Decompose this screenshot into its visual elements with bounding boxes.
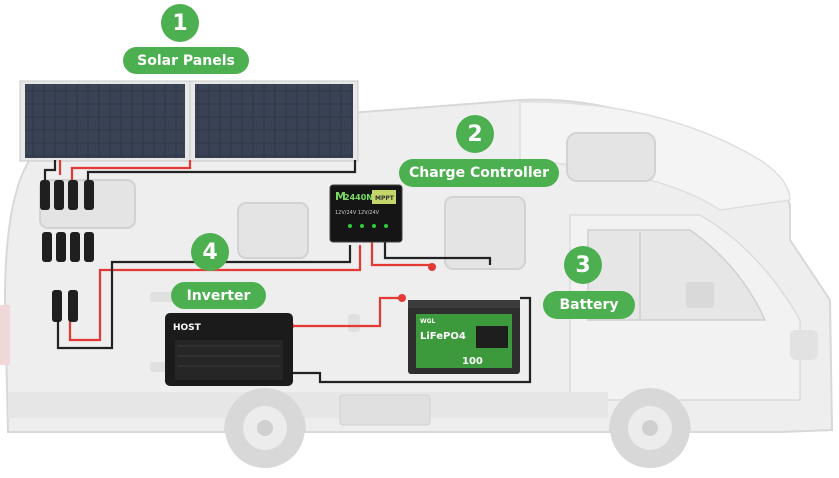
controller-voltage-label: 12V/24V 12V/24V <box>335 210 380 216</box>
solar-panel-left <box>19 80 191 162</box>
battery-chemistry: LiFePO4 <box>420 331 466 342</box>
callout-4-badge: 4 <box>191 233 229 271</box>
solar-panel-right <box>189 80 359 162</box>
callout-2-badge: 2 <box>456 115 494 153</box>
callout-1-badge: 1 <box>161 4 199 42</box>
inverter: HOST <box>165 313 293 386</box>
callout-inverter-label: Inverter <box>171 282 266 309</box>
controller-model: 2440N <box>344 193 373 202</box>
callout-solar-panels-label: Solar Panels <box>123 47 249 74</box>
controller-screen-text: MPPT <box>375 195 395 202</box>
callout-battery-label: Battery <box>543 291 635 319</box>
battery: WGL LiFePO4 100 <box>408 300 520 374</box>
controller-brand: M <box>335 190 346 203</box>
battery-capacity: 100 <box>462 356 483 367</box>
charge-controller: M 2440N MPPT 12V/24V 12V/24V <box>329 184 403 243</box>
callout-charge-controller-label: Charge Controller <box>399 159 559 187</box>
callout-3-badge: 3 <box>564 246 602 284</box>
front-wheel <box>610 388 690 468</box>
inverter-brand: HOST <box>173 323 202 333</box>
wiring <box>43 160 532 384</box>
rear-wheel <box>225 388 305 468</box>
controller-screen <box>372 190 396 204</box>
battery-brand: WGL <box>420 318 436 325</box>
mc4-connectors <box>40 180 94 322</box>
